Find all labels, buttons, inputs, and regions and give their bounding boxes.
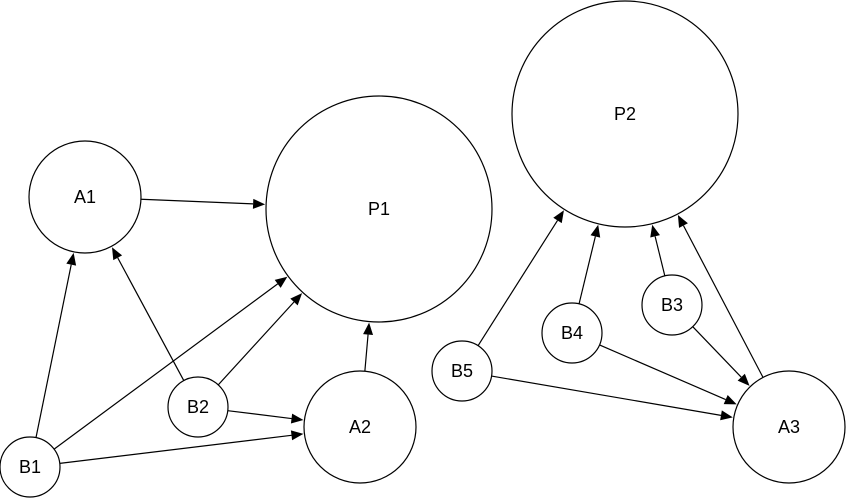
arrowhead-icon [590, 224, 601, 238]
node-label: P2 [614, 104, 636, 124]
edge-line [140, 198, 254, 205]
node-label: A2 [349, 417, 371, 437]
node-b3: B3 [641, 274, 703, 336]
edge-b2-to-p1 [217, 293, 303, 386]
node-label: P1 [368, 199, 390, 219]
node-b5: B5 [431, 340, 493, 402]
node-circle [541, 302, 603, 364]
node-label: A3 [778, 417, 800, 437]
edge-line [692, 326, 742, 378]
edge-line [491, 375, 722, 416]
node-label: B5 [451, 361, 473, 381]
arrowhead-icon [274, 276, 288, 288]
node-p1: P1 [265, 95, 493, 323]
edge-a3-to-p2 [677, 214, 764, 378]
arrowhead-icon [737, 373, 750, 386]
arrowhead-icon [723, 394, 737, 405]
edge-line [578, 236, 596, 304]
edge-line [35, 264, 72, 438]
node-circle [641, 274, 703, 336]
arrowhead-icon [252, 198, 266, 209]
node-label: B2 [187, 397, 209, 417]
node-a3: A3 [732, 370, 846, 484]
node-circle [511, 0, 739, 228]
node-circle [265, 95, 493, 323]
node-circle [28, 140, 142, 254]
edges-layer [35, 198, 764, 464]
edge-line [682, 225, 764, 378]
edge-b1-to-a1 [35, 252, 77, 438]
edge-a2-to-p1 [363, 322, 374, 372]
arrowhead-icon [290, 413, 304, 424]
arrowhead-icon [677, 214, 688, 228]
node-label: B3 [661, 295, 683, 315]
node-circle [303, 370, 417, 484]
edge-b5-to-a3 [491, 375, 733, 421]
edge-b4-to-a3 [599, 344, 737, 405]
arrowhead-icon [720, 410, 733, 421]
node-p2: P2 [511, 0, 739, 228]
edge-line [477, 220, 559, 346]
node-label: A1 [74, 187, 96, 207]
edge-b5-to-p2 [477, 210, 564, 346]
node-b2: B2 [167, 376, 229, 438]
node-b4: B4 [541, 302, 603, 364]
arrowhead-icon [363, 322, 374, 335]
node-circle [732, 370, 846, 484]
arrowhead-icon [112, 247, 123, 261]
edge-line [227, 410, 292, 420]
arrowhead-icon [66, 252, 77, 266]
edge-line [59, 434, 292, 464]
node-a2: A2 [303, 370, 417, 484]
arrowhead-icon [290, 430, 304, 441]
arrowhead-icon [290, 293, 303, 306]
edge-b2-to-a1 [112, 247, 185, 381]
edge-line [364, 334, 369, 372]
edge-b3-to-a3 [692, 326, 750, 386]
edge-b1-to-a2 [59, 430, 304, 464]
edge-b4-to-p2 [578, 224, 601, 304]
edge-b1-to-p1 [53, 276, 288, 450]
edge-line [117, 257, 185, 381]
edge-b3-to-p2 [650, 224, 666, 277]
edge-line [217, 301, 295, 386]
node-label: B4 [561, 323, 583, 343]
node-label: B1 [19, 457, 41, 477]
node-circle [431, 340, 493, 402]
arrowhead-icon [553, 210, 564, 224]
arrowhead-icon [650, 224, 660, 238]
node-circle [167, 376, 229, 438]
edge-a1-to-p1 [140, 198, 266, 209]
edge-line [654, 236, 666, 277]
edge-line [53, 283, 279, 450]
node-circle [0, 436, 61, 498]
edge-line [599, 344, 726, 401]
node-a1: A1 [28, 140, 142, 254]
edge-b2-to-a2 [227, 410, 304, 424]
node-b1: B1 [0, 436, 61, 498]
